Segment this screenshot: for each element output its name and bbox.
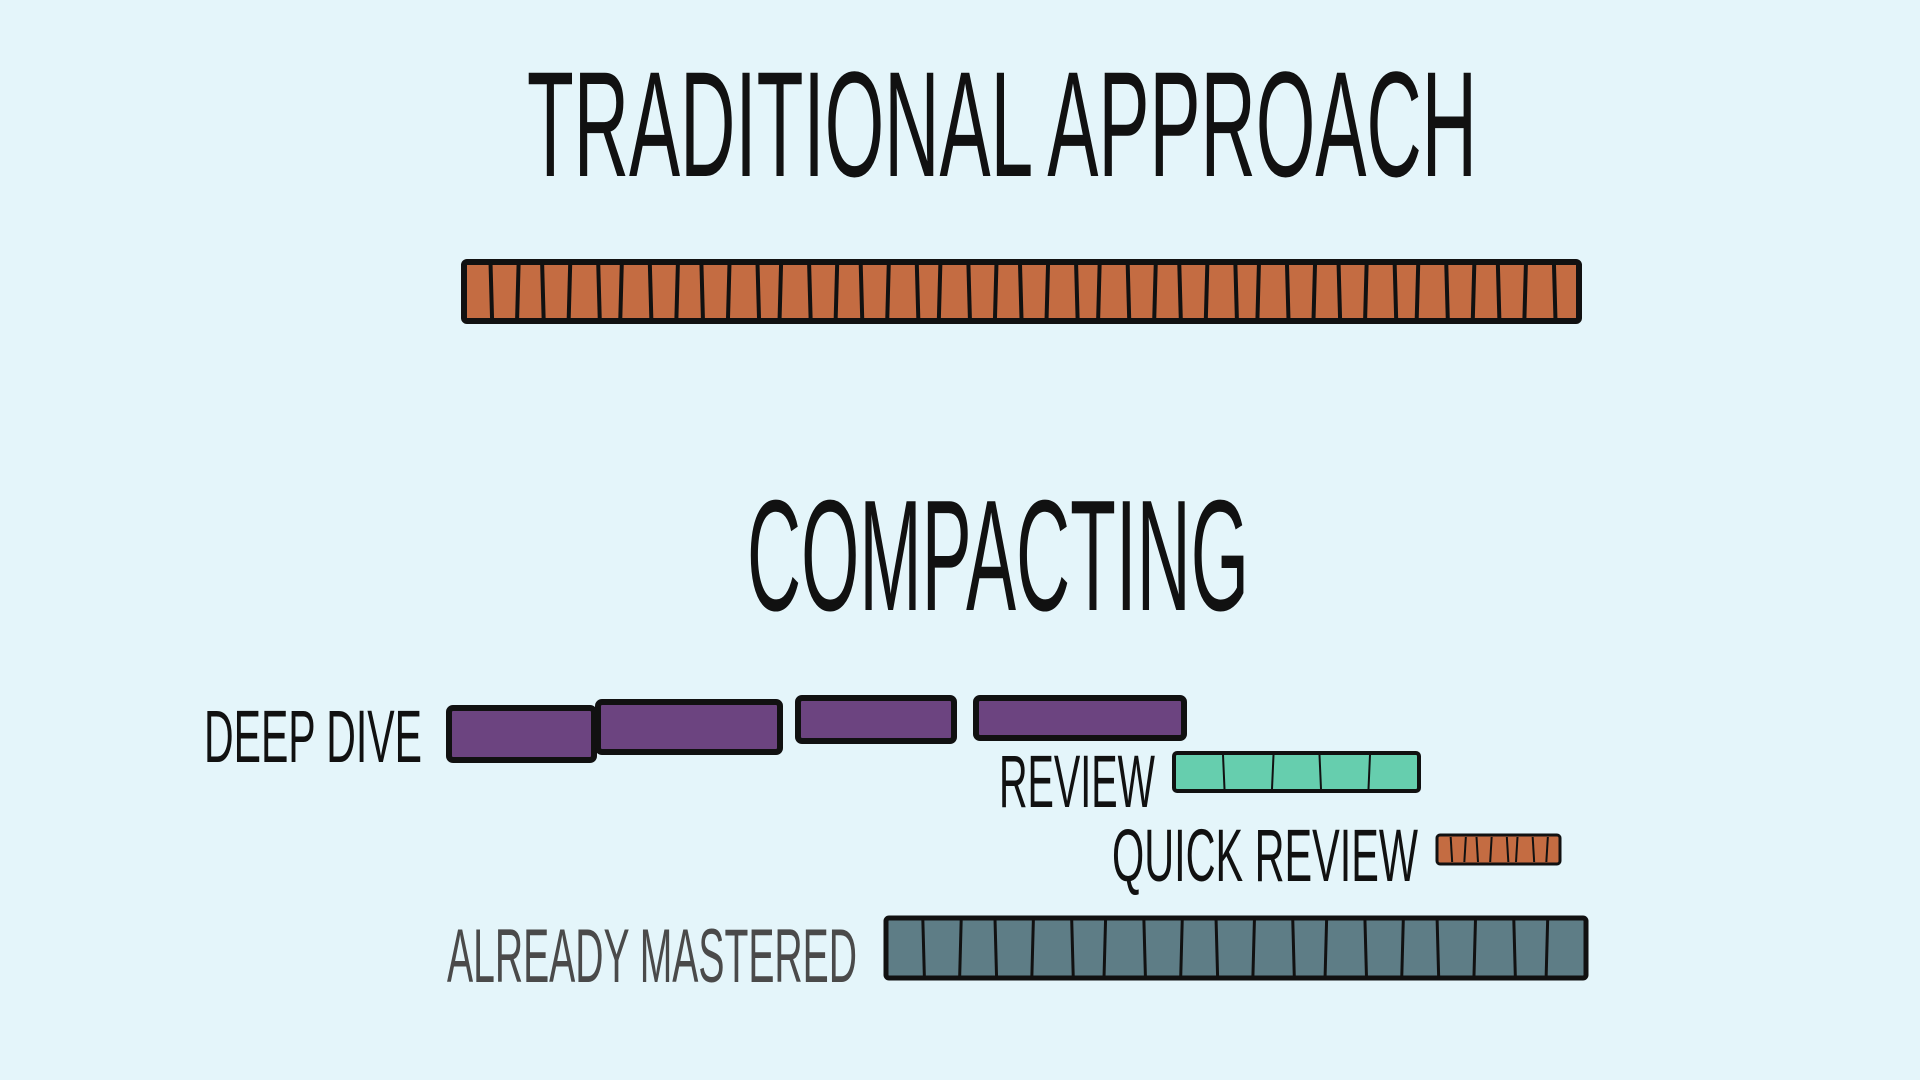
traditional-bar-segment-divider <box>1311 263 1318 320</box>
traditional-bar-segment-divider <box>1470 263 1477 320</box>
already-mastered-bar-segment-divider <box>958 919 963 977</box>
traditional-bar-segment-divider <box>540 263 546 320</box>
quick-review-bar-segment-divider <box>1515 836 1519 863</box>
traditional-bar-segment-divider <box>1125 263 1132 320</box>
already-mastered-bar-segment-divider <box>1400 919 1405 977</box>
already-mastered-bar <box>883 915 1589 981</box>
already-mastered-bar-segment-divider <box>1142 919 1147 977</box>
traditional-bar-segment-divider <box>1363 263 1369 320</box>
traditional-bar-segment-divider <box>1255 263 1261 320</box>
traditional-bar-segment-divider <box>1495 263 1502 320</box>
traditional-bar-segment-divider <box>1152 263 1158 320</box>
traditional-bar <box>461 259 1582 324</box>
traditional-bar-segment-divider <box>777 263 784 320</box>
traditional-bar-segment-divider <box>755 263 762 320</box>
traditional-bar-segment-divider <box>566 263 573 320</box>
review-bar-segment-divider <box>1271 754 1275 790</box>
already-mastered-bar-segment-divider <box>1472 919 1477 977</box>
review-bar-body <box>1172 751 1421 793</box>
traditional-bar-segment-divider <box>618 263 624 320</box>
review-bar-segment-divider <box>1367 754 1371 790</box>
traditional-bar-segment-divider <box>1044 263 1051 320</box>
traditional-bar-segment-divider <box>699 263 705 320</box>
deep-dive-label: DEEP DIVE <box>204 695 422 778</box>
review-bar-segment-divider <box>1318 754 1322 790</box>
already-mastered-bar-segment-divider <box>1214 919 1220 977</box>
traditional-bar-segment-divider <box>966 263 972 320</box>
traditional-bar-segment-divider <box>1233 263 1239 320</box>
quick-review-bar-segment-divider <box>1449 836 1454 863</box>
already-mastered-bar-segment-divider <box>921 919 926 977</box>
traditional-bar-segment-divider <box>1551 263 1558 320</box>
traditional-bar-segment-divider <box>858 263 865 320</box>
deep-dive-block <box>446 705 597 763</box>
review-label: REVIEW <box>999 740 1155 823</box>
already-mastered-bar-segment-divider <box>1179 919 1184 977</box>
traditional-bar-segment-divider <box>1177 263 1183 320</box>
already-mastered-bar-segment-divider <box>1291 919 1296 977</box>
traditional-bar-segment-divider <box>515 263 521 320</box>
traditional-bar-segment-divider <box>992 263 999 320</box>
review-bar <box>1172 751 1421 793</box>
quick-review-bar-segment-divider <box>1545 836 1549 863</box>
traditional-bar-segment-divider <box>1284 263 1291 320</box>
review-bar-segment-divider <box>1222 754 1226 790</box>
traditional-bar-segment-divider <box>1018 263 1024 320</box>
already-mastered-bar-segment-divider <box>1102 919 1108 977</box>
quick-review-bar-segment-divider <box>1489 836 1493 863</box>
already-mastered-bar-segment-divider <box>993 919 999 977</box>
already-mastered-bar-segment-divider <box>1251 919 1256 977</box>
already-mastered-bar-segment-divider <box>1435 919 1441 977</box>
quick-review-bar-segment-divider <box>1475 836 1479 863</box>
traditional-bar-segment-divider <box>1203 263 1210 320</box>
traditional-bar-segment-divider <box>596 263 602 320</box>
deep-dive-block <box>795 695 957 744</box>
compacting-title: COMPACTING <box>747 468 1249 644</box>
already-mastered-bar-segment-divider <box>1363 919 1368 977</box>
quick-review-label: QUICK REVIEW <box>1112 814 1418 897</box>
already-mastered-bar-segment-divider <box>1070 919 1075 977</box>
quick-review-bar <box>1435 833 1562 866</box>
traditional-bar-segment-divider <box>1074 263 1080 320</box>
traditional-title: TRADITIONAL APPROACH <box>527 40 1477 208</box>
traditional-bar-segment-divider <box>1336 263 1343 320</box>
deep-dive-bars <box>446 695 1187 763</box>
traditional-bar-segment-divider <box>1522 263 1528 320</box>
quick-review-bar-segment-divider <box>1531 836 1536 863</box>
quick-review-bar-segment-divider <box>1505 836 1510 863</box>
deep-dive-block <box>595 699 783 755</box>
already-mastered-bar-segment-divider <box>1512 919 1517 977</box>
traditional-bar-segment-divider <box>674 263 680 320</box>
already-mastered-label: ALREADY MASTERED <box>447 914 857 999</box>
traditional-bar-segment-divider <box>914 263 921 320</box>
deep-dive-block <box>973 695 1187 741</box>
traditional-bar-segment-divider <box>1096 263 1102 320</box>
already-mastered-bar-body <box>883 915 1589 981</box>
traditional-bar-segment-divider <box>725 263 732 320</box>
quick-review-bar-segment-divider <box>1463 836 1467 863</box>
traditional-bar-segment-divider <box>647 263 654 320</box>
already-mastered-bar-segment-divider <box>1030 919 1035 977</box>
traditional-bar-segment-divider <box>1414 263 1421 320</box>
traditional-bar-segment-divider <box>833 263 840 320</box>
traditional-bar-segment-divider <box>885 263 891 320</box>
traditional-bar-segment-divider <box>1444 263 1450 320</box>
traditional-bar-segment-divider <box>1392 263 1399 320</box>
traditional-bar-segment-divider <box>807 263 813 320</box>
already-mastered-bar-segment-divider <box>1544 919 1550 977</box>
traditional-bar-segment-divider <box>488 263 495 320</box>
traditional-bar-segment-divider <box>936 263 943 320</box>
quick-review-bar-body <box>1435 833 1562 866</box>
already-mastered-bar-segment-divider <box>1323 919 1329 977</box>
